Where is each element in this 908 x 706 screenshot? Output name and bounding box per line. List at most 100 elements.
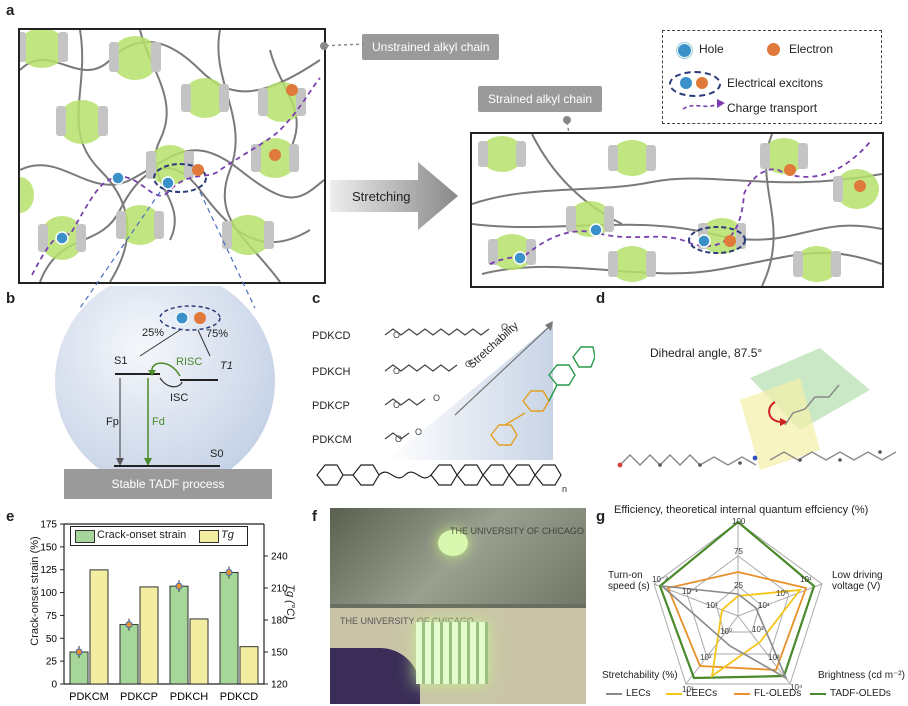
panel-label-c: c (312, 290, 321, 307)
radar-axis-left-label: Turn-on speed (s) (608, 570, 650, 592)
legend-hole-label: Hole (699, 42, 724, 56)
bar-crack-pdkcp (119, 624, 139, 685)
x-tick-label: PDKCM (69, 691, 109, 703)
legend-swatch-tg (199, 530, 219, 543)
legend-line-lecs (606, 693, 622, 695)
series-leecs (710, 588, 802, 678)
bar-tg-pdkcm (89, 569, 109, 685)
molecule-label-pdkcp: PDKCP (312, 400, 350, 412)
y-tick-label-left: 125 (40, 565, 57, 576)
data-point-pdkcd (225, 568, 233, 576)
svg-text:10⁰: 10⁰ (720, 627, 732, 636)
legend-electron-label: Electron (789, 42, 834, 56)
bar-tg-pdkcd (239, 646, 259, 685)
legend-line-fl-oleds (734, 693, 750, 695)
y-tick-label-left: 25 (46, 657, 58, 668)
bar-crack-pdkcd (219, 571, 239, 685)
strained-film-illustration (471, 133, 883, 287)
svg-text:10⁻¹: 10⁻¹ (682, 587, 698, 596)
panel-label-f: f (312, 508, 317, 525)
unstrained-pointer-line (319, 42, 365, 50)
svg-text:O: O (433, 393, 440, 403)
svg-text:10²: 10² (700, 653, 712, 662)
dihedral-3d-model (617, 348, 897, 470)
radar-title: Efficiency, theoretical internal quantum… (614, 504, 869, 516)
legend-label-tg: Tg (221, 529, 234, 541)
s0-label: S0 (210, 448, 224, 460)
s1-label: S1 (114, 355, 128, 367)
legend-excitons-label: Electrical excitons (727, 76, 824, 90)
legend-line-leecs (666, 693, 682, 695)
svg-text:O: O (393, 366, 400, 376)
pct-singlet-label: 25% (142, 327, 165, 339)
x-tick-label: PDKCD (220, 691, 259, 703)
y-axis-left-label: Crack-onset strain (%) (29, 536, 41, 646)
panel-label-b: b (6, 290, 16, 307)
legend-line-tadf-oleds (810, 693, 826, 695)
svg-text:O: O (501, 322, 508, 332)
panel-label-d: d (596, 290, 606, 307)
device-photo: THE UNIVERSITY OF CHICAGO THE UNIVERSITY… (330, 508, 586, 704)
molecule-label-pdkcd: PDKCD (312, 330, 351, 342)
y-tick-label-left: 75 (46, 611, 58, 622)
svg-text:10¹: 10¹ (758, 601, 770, 610)
charge-transport-icon (682, 99, 725, 110)
clover-pixel (438, 530, 468, 556)
y-tick-label-right: 120 (271, 680, 288, 691)
pct-triplet-label: 75% (206, 328, 229, 340)
chart-e-legend: Crack-onset strain Tg (70, 526, 248, 546)
svg-text:10⁻³: 10⁻³ (652, 575, 668, 584)
series-lecs (659, 584, 788, 680)
series-tadf-oleds (658, 520, 816, 680)
svg-text:10³: 10³ (752, 625, 764, 634)
svg-text:O: O (393, 400, 400, 410)
stretching-label: Stretching (352, 189, 411, 204)
radar-legend: LECs LEECs FL-OLEDs TADF-OLEDs (606, 688, 900, 702)
svg-text:10³: 10³ (682, 685, 694, 694)
x-tick-label: PDKCH (170, 691, 209, 703)
y-tick-label-left: 50 (46, 634, 58, 645)
stretching-arrow (330, 162, 458, 230)
svg-text:10⁰: 10⁰ (776, 589, 788, 598)
t1-label: T1 (220, 360, 233, 372)
electron-icon (767, 43, 780, 56)
y-tick-label-left: 100 (40, 588, 57, 599)
strained-alkyl-chain-label: Strained alkyl chain (478, 86, 603, 112)
unstrained-film-box (6, 28, 326, 284)
svg-text:25: 25 (734, 581, 743, 590)
legend-charge-transport-label: Charge transport (727, 101, 818, 115)
y-tick-label-left: 150 (40, 542, 57, 553)
svg-text:10³: 10³ (706, 601, 718, 610)
panel-label-e: e (6, 508, 15, 525)
radar-axis-stretchability-label: Stretchability (%) (602, 670, 678, 681)
y-tick-label-right: 240 (271, 552, 288, 563)
svg-text:O: O (395, 434, 402, 444)
data-point-pdkch (175, 582, 183, 590)
y-tick-label-left: 0 (51, 680, 57, 691)
unstrained-film-illustration (6, 28, 325, 283)
svg-text:10²: 10² (768, 653, 780, 662)
tadf-energy-diagram (55, 286, 275, 491)
photo-bottom: THE UNIVERSITY OF CHICAGO (330, 608, 586, 704)
y-tick-label-right: 210 (271, 584, 288, 595)
legend-label-tadf-oleds: TADF-OLEDs (830, 688, 891, 699)
legend-label-leecs: LEECs (686, 688, 718, 699)
repeat-n-label: n (562, 484, 568, 494)
photo-text-top: THE UNIVERSITY OF CHICAGO (450, 526, 584, 536)
svg-text:100: 100 (732, 517, 746, 526)
bar-tg-pdkcp (139, 586, 159, 685)
photo-text-bottom: THE UNIVERSITY OF CHICAGO (340, 616, 474, 626)
y-tick-label-left: 175 (40, 520, 57, 531)
dihedral-angle-title: Dihedral angle, 87.5° (650, 346, 763, 360)
radar-axis-right-label: Low driving voltage (V) (832, 570, 883, 592)
svg-text:O: O (393, 330, 400, 340)
svg-text:10⁴: 10⁴ (790, 683, 803, 692)
zoom-dashed-lines (79, 191, 256, 309)
hole-icon (677, 43, 692, 58)
strained-film-box (470, 132, 884, 288)
fd-label: Fd (152, 416, 165, 428)
pixel-array (416, 622, 488, 684)
panel-label-g: g (596, 508, 606, 525)
